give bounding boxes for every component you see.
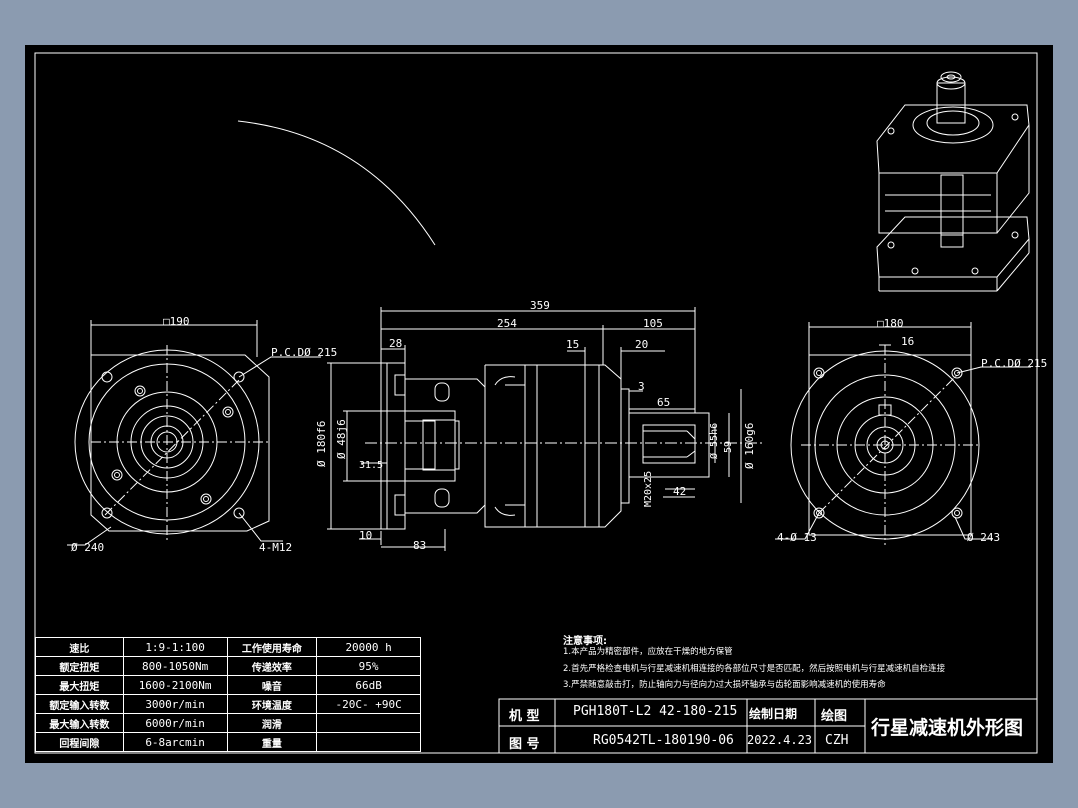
drawing-title: 行星减速机外形图 — [871, 717, 1024, 739]
spec-value — [316, 713, 421, 733]
date-value: 2022.4.23 — [747, 733, 813, 747]
spec-label: 额定输入转数 — [35, 694, 124, 714]
date-label: 绘制日期 — [749, 707, 798, 721]
front-view — [67, 320, 321, 546]
spec-value: 800-1050Nm — [122, 656, 228, 676]
drawing-sheet: □190 P.C.DØ 215 Ø 240 4-M12 359 254 105 … — [25, 45, 1053, 763]
front-dia-label: Ø 240 — [71, 541, 105, 554]
spec-value: 66dB — [316, 675, 421, 695]
spec-value: -20C- +90C — [316, 694, 421, 714]
drawer-label: 绘图 — [821, 709, 848, 724]
note-line: 1.本产品为精密部件，应放在干燥的地方保管 — [563, 647, 733, 657]
table-row: 最大输入转数 6000r/min 润滑 — [35, 713, 421, 733]
rear-view — [775, 322, 1031, 545]
drawing-no-label: 图 号 — [509, 737, 540, 752]
key-offset-label: 20 — [635, 338, 649, 351]
notes-title: 注意事项: — [563, 636, 607, 647]
d42-label: 42 — [673, 485, 687, 498]
side-view — [327, 307, 765, 551]
spec-label: 额定扭矩 — [35, 656, 124, 676]
spec-label: 噪音 — [226, 675, 318, 695]
body-length-label: 254 — [497, 317, 517, 330]
shaft-d59-label: 59 — [723, 440, 734, 453]
shaft-d55-label: Ø 55h6 — [709, 422, 720, 459]
total-length-label: 359 — [530, 299, 550, 312]
spec-label: 最大输入转数 — [35, 713, 124, 733]
table-row: 额定扭矩 800-1050Nm 传递效率 95% — [35, 656, 421, 676]
spec-label: 传递效率 — [226, 656, 318, 676]
table-row: 额定输入转数 3000r/min 环境温度 -20C- +90C — [35, 694, 421, 714]
spec-label: 速比 — [35, 637, 124, 657]
d83-label: 83 — [413, 539, 427, 552]
input-dia-label: Ø 48j6 — [335, 419, 348, 459]
front-holes-label: 4-M12 — [259, 541, 293, 554]
isometric-view — [876, 71, 1030, 292]
d10-label: 10 — [359, 529, 373, 542]
spec-value: 3000r/min — [122, 694, 228, 714]
spec-value — [316, 732, 421, 752]
front-square-label: □190 — [163, 315, 190, 328]
rear-pcd-label: P.C.DØ 215 — [981, 357, 1048, 370]
table-row: 速比 1:9-1:100 工作使用寿命 20000 h — [35, 637, 421, 657]
flange-width-label: 28 — [389, 337, 403, 350]
spec-table: 速比 1:9-1:100 工作使用寿命 20000 h 额定扭矩 800-105… — [35, 637, 421, 752]
table-row: 回程间隙 6-8arcmin 重量 — [35, 732, 421, 752]
shaft-length-label: 105 — [643, 317, 663, 330]
spec-value: 6-8arcmin — [122, 732, 228, 752]
spec-value: 1600-2100Nm — [122, 675, 228, 695]
key-length-label: 65 — [657, 396, 671, 409]
spec-value: 20000 h — [316, 637, 421, 657]
shoulder-label: 15 — [566, 338, 580, 351]
spec-value: 6000r/min — [122, 713, 228, 733]
input-small-label: 31.5 — [359, 460, 384, 471]
rear-dia-label: Ø 243 — [967, 531, 1001, 544]
spec-label: 回程间隙 — [35, 732, 124, 752]
spec-label: 工作使用寿命 — [226, 637, 318, 657]
spec-label: 环境温度 — [226, 694, 318, 714]
cad-drawing — [34, 52, 1038, 754]
rear-square-label: □180 — [877, 317, 904, 330]
rear-holes-label: 4-Ø 13 — [777, 531, 817, 544]
table-row: 最大扭矩 1600-2100Nm 噪音 66dB — [35, 675, 421, 695]
model-value: PGH180T-L2 42-180-215 — [573, 704, 738, 719]
spec-label: 重量 — [226, 732, 318, 752]
pilot-dia-label: Ø 160g6 — [743, 422, 756, 469]
key-width-label: 16 — [901, 335, 915, 348]
drawing-no-value: RG0542TL-180190-06 — [593, 733, 734, 748]
spec-label: 润滑 — [226, 713, 318, 733]
spec-value: 1:9-1:100 — [122, 637, 228, 657]
stray-arc — [237, 120, 436, 246]
front-pcd-label: P.C.DØ 215 — [271, 346, 338, 359]
tap-label: M20x25 — [643, 470, 654, 507]
drawer-value: CZH — [825, 733, 849, 748]
d3-label: 3 — [638, 380, 645, 393]
spec-label: 最大扭矩 — [35, 675, 124, 695]
model-label: 机 型 — [509, 709, 540, 724]
title-block — [498, 698, 1038, 754]
note-line: 3.严禁随意敲击打，防止轴向力与径向力过大损坏轴承与齿轮面影响减速机的使用寿命 — [563, 680, 886, 690]
output-dia-label: Ø 180f6 — [315, 420, 328, 467]
spec-value: 95% — [316, 656, 421, 676]
note-line: 2.首先严格检查电机与行星减速机相连接的各部位尺寸是否匹配，然后按照电机与行星减… — [563, 664, 946, 674]
